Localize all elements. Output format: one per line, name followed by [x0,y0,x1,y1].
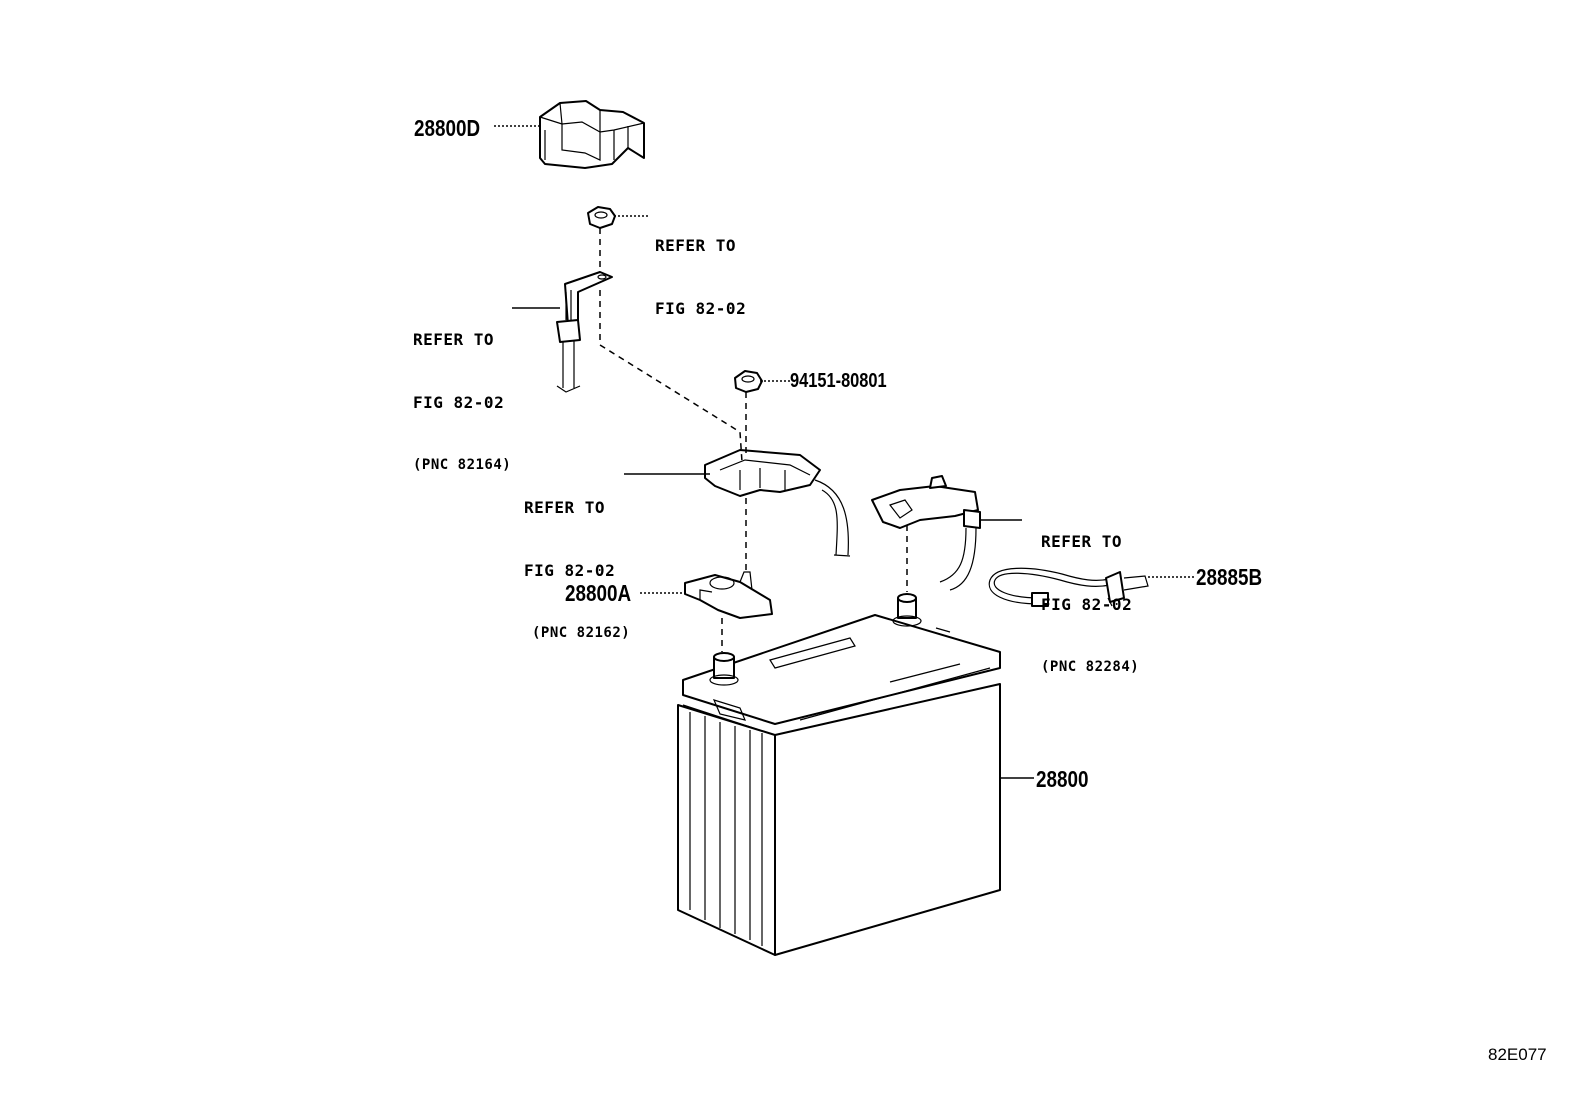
fig-ref-link[interactable]: FIG 82-02 [524,561,616,580]
negative-cable-drawing [704,449,851,557]
refer-note-bracket: REFER TO FIG 82-02 (PNC 82164) [413,287,511,497]
part-label-94151-80801[interactable]: 94151-80801 [790,370,887,392]
fig-ref-link[interactable]: FIG 82-02 [655,299,747,318]
leader-lines [494,125,1195,779]
refer-line: REFER TO [655,236,737,255]
battery-drawing [677,593,1001,956]
refer-line: REFER TO [524,498,606,517]
positive-cable-drawing [871,475,981,591]
pnc-code: (PNC 82164) [413,457,512,473]
diagram-code: 82E077 [1488,1045,1547,1064]
part-label-28885b[interactable]: 28885B [1196,564,1263,590]
fig-ref-link[interactable]: FIG 82-02 [1041,595,1133,614]
assembly-lines [599,228,908,652]
refer-line: REFER TO [413,330,495,349]
refer-note-top: REFER TO FIG 82-02 [655,193,746,340]
part-label-28800a[interactable]: 28800A [565,580,632,606]
fig-ref-link[interactable]: FIG 82-02 [413,393,505,412]
top-nut-drawing [587,206,616,229]
bracket-rod-drawing [556,271,613,393]
pnc-code: (PNC 82162) [532,625,631,641]
part-label-28800[interactable]: 28800 [1036,766,1089,792]
refer-note-negative-cable: REFER TO FIG 82-02 (PNC 82162) [524,455,630,665]
terminal-cover-drawing [539,100,645,169]
battery-clamp-drawing [684,571,773,619]
part-label-28800d[interactable]: 28800D [414,115,481,141]
nut-drawing [734,370,763,393]
refer-note-positive-cable: REFER TO FIG 82-02 (PNC 82284) [1041,489,1139,699]
vent-hose-drawing [988,567,1149,607]
refer-line: REFER TO [1041,532,1123,551]
pnc-code: (PNC 82284) [1041,659,1140,675]
